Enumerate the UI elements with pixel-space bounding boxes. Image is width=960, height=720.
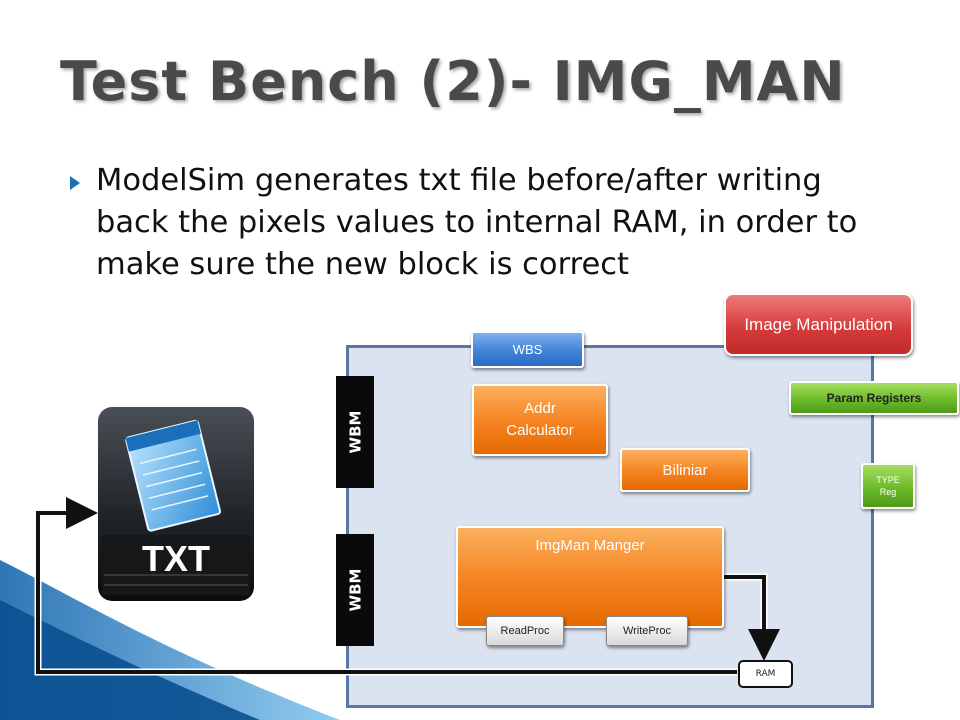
wbm-bottom-label: WBM [346,568,364,612]
image-manipulation-box: Image Manipulation [724,293,913,356]
triangle-bullet-icon [70,176,80,190]
ram-box: RAM [738,660,793,688]
writeproc-box: WriteProc [606,616,688,646]
param-registers-box: Param Registers [789,381,959,415]
type-reg-box: TYPE Reg [861,463,915,509]
wbs-box: WBS [471,331,584,368]
biliniar-box: Biliniar [620,448,750,492]
wbm-top-label: WBM [346,410,364,454]
imgman-manager-box: ImgMan Manger [456,526,724,628]
ram-to-txt-arrow [36,497,737,674]
bullet-text: ModelSim generates txt file before/after… [96,163,858,282]
notepad-txt-icon: TXT [98,407,254,601]
txt-icon-label: TXT [142,538,210,579]
addr-calculator-box: Addr Calculator [472,384,608,456]
slide-title: Test Bench (2)- IMG_MAN [60,50,846,113]
manager-to-ram-arrow [724,575,780,661]
wbm-top-bar: WBM [336,376,374,488]
readproc-box: ReadProc [486,616,564,646]
wbm-bottom-bar: WBM [336,534,374,646]
